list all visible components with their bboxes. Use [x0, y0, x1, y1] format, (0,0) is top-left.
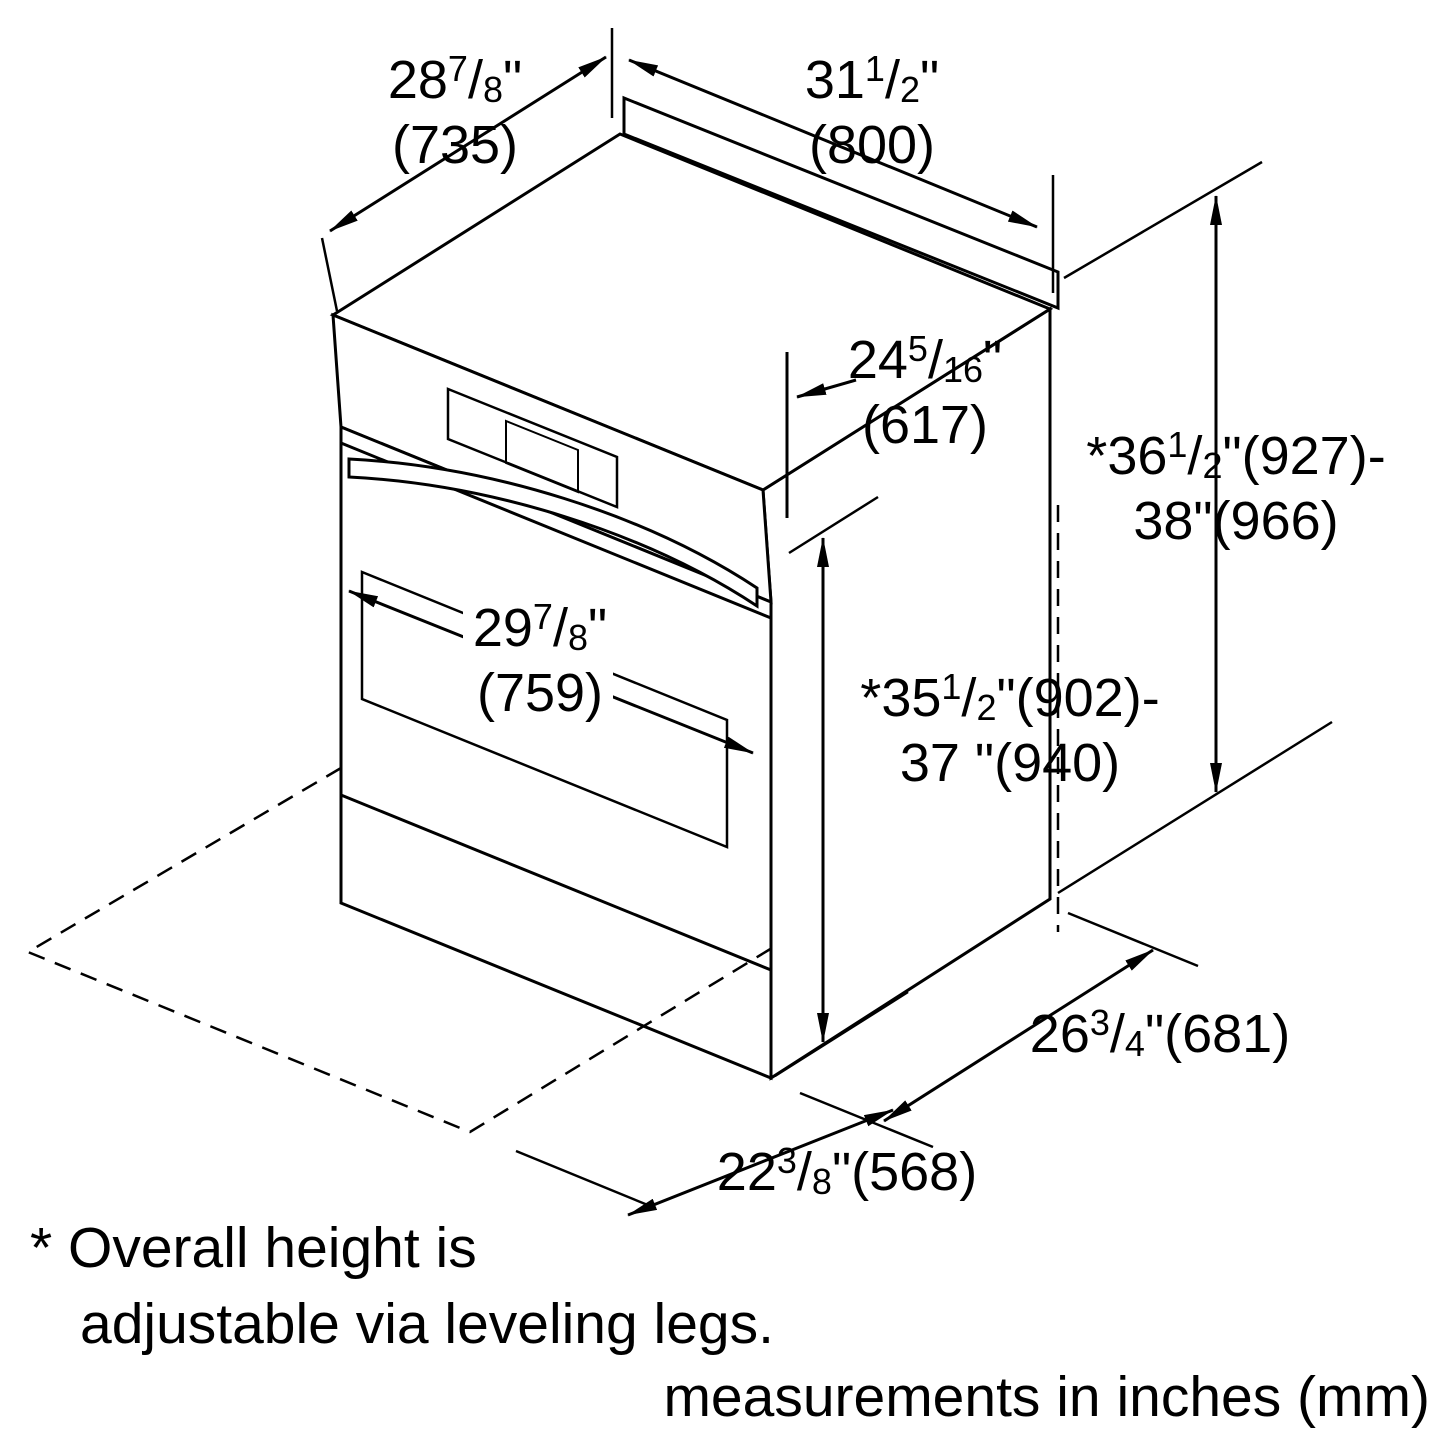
fraction-slash: / — [796, 1142, 812, 1202]
fraction-denominator: 8 — [567, 617, 588, 658]
fraction-denominator: 2 — [976, 687, 997, 728]
fraction-slash: / — [884, 50, 900, 110]
fraction-slash: / — [467, 50, 483, 110]
fraction-numerator: 3 — [776, 1140, 797, 1181]
ext-top-left — [320, 237, 339, 312]
dim-label-side-depth: 263/4"(681) — [985, 1002, 1335, 1067]
fraction-numerator: 1 — [941, 666, 962, 707]
footnote-line-2: adjustable via leveling legs. — [80, 1292, 774, 1356]
dim-inches-line: 245/16" — [780, 328, 1070, 393]
door-handle — [347, 457, 759, 609]
fraction-denominator: 8 — [811, 1161, 832, 1202]
fraction-numerator: 7 — [532, 596, 553, 637]
dim-range-line2: 37 "(940) — [899, 733, 1121, 793]
fraction-denominator: 4 — [1124, 1023, 1145, 1064]
extension-lines — [320, 28, 1333, 1210]
dim-suffix: "(927)- — [1222, 426, 1386, 486]
dim-mm-line: (617) — [861, 395, 989, 455]
inch-mark: " — [502, 50, 523, 110]
dim-inches-line: 263/4"(681) — [985, 1002, 1335, 1067]
inch-mark: " — [919, 50, 940, 110]
dim-inches-line: 311/2" — [737, 48, 1007, 113]
fraction-slash: / — [1109, 1004, 1125, 1064]
dim-line-side-depth — [883, 948, 1154, 1123]
dim-inches-line: 287/8" — [320, 48, 590, 113]
dim-inches-line: *361/2"(927)- — [1030, 424, 1442, 489]
footnote: * Overall height is adjustable via level… — [30, 1210, 774, 1362]
dim-label-door-width: 297/8" (759) — [400, 596, 680, 726]
footnote-line-1: * Overall height is — [30, 1216, 477, 1280]
fraction-numerator: 1 — [1167, 424, 1188, 465]
inch-mark: " — [983, 330, 1003, 390]
dim-suffix: "(902)- — [996, 668, 1160, 728]
fraction-slash: / — [552, 598, 568, 658]
inch-mark: " — [587, 598, 608, 658]
dim-label-cooktop-height: *351/2"(902)- 37 "(940) — [832, 666, 1188, 796]
units-caption: measurements in inches (mm) — [663, 1365, 1430, 1429]
storage-drawer-seam — [340, 793, 772, 972]
fraction-numerator: 5 — [907, 328, 928, 369]
dimension-lines — [329, 55, 1222, 1217]
dim-line-chassis-depth — [796, 378, 857, 399]
dim-mm-line: (759) — [466, 661, 614, 726]
dim-whole: 29 — [472, 598, 533, 658]
fraction-denominator: 2 — [899, 69, 920, 110]
ext-side-depth-back — [1067, 911, 1199, 968]
ext-cooktop-height-top — [788, 495, 879, 555]
dim-suffix: "(568) — [831, 1142, 978, 1202]
fraction-denominator: 16 — [942, 349, 983, 390]
footnote-star: * — [860, 668, 882, 728]
dim-whole: 24 — [847, 330, 908, 390]
fraction-denominator: 2 — [1202, 445, 1223, 486]
ext-overall-height-top — [1063, 160, 1263, 280]
fraction-numerator: 7 — [447, 48, 468, 89]
fraction-numerator: 3 — [1089, 1002, 1110, 1043]
dim-range-line2: 38"(966) — [1133, 491, 1339, 551]
fraction-denominator: 8 — [482, 69, 503, 110]
control-display — [446, 387, 619, 509]
fraction-numerator: 1 — [864, 48, 885, 89]
fraction-slash: / — [927, 330, 943, 390]
dim-line-top-depth — [329, 55, 607, 233]
dim-label-overall-height: *361/2"(927)- 38"(966) — [1030, 424, 1442, 554]
dim-inches-line: *351/2"(902)- — [832, 666, 1188, 731]
dim-line-front-depth — [627, 1108, 894, 1217]
dim-line-top-width — [628, 58, 1038, 229]
control-display-window — [505, 419, 579, 494]
fraction-slash: / — [961, 668, 977, 728]
dim-whole: 31 — [804, 50, 865, 110]
dim-inches-line: 297/8" — [462, 596, 618, 661]
fraction-slash: / — [1187, 426, 1203, 486]
dim-suffix: "(681) — [1144, 1004, 1291, 1064]
dim-label-top-depth: 287/8" (735) — [320, 48, 590, 178]
dim-label-chassis-depth: 245/16" (617) — [780, 328, 1070, 458]
ext-overall-height-bottom — [1057, 720, 1333, 895]
footnote-star: * — [1086, 426, 1108, 486]
dim-inches-line: 223/8"(568) — [672, 1140, 1022, 1205]
dim-whole: 28 — [387, 50, 448, 110]
dim-mm-line: (800) — [808, 115, 936, 175]
dim-whole: 36 — [1107, 426, 1168, 486]
dim-whole: 26 — [1029, 1004, 1090, 1064]
dim-whole: 22 — [716, 1142, 777, 1202]
dim-mm-line: (735) — [391, 115, 519, 175]
dim-whole: 35 — [881, 668, 942, 728]
dim-label-front-depth: 223/8"(568) — [672, 1140, 1022, 1205]
floor-clearance-outline — [25, 766, 773, 1134]
ext-front-depth — [515, 1149, 656, 1210]
dim-label-top-width: 311/2" (800) — [737, 48, 1007, 178]
